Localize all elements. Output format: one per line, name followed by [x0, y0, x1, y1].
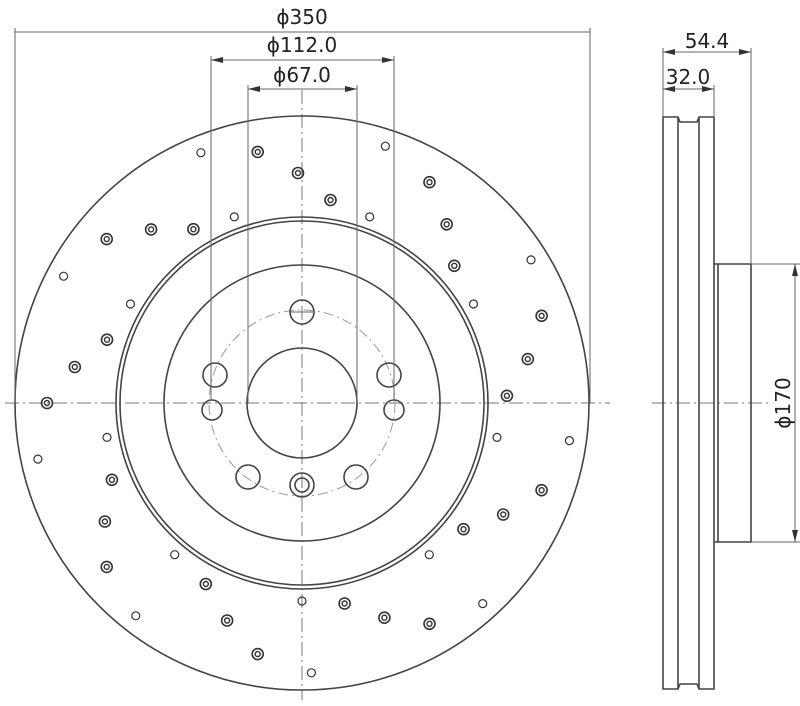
friction-ring-inner-edge-2: [119, 220, 485, 586]
front-view-dimensions: ϕ350 ϕ112.0 ϕ67.0: [14, 5, 591, 403]
front-view: [5, 90, 610, 700]
hat-edge: [163, 264, 441, 542]
dim-hat-diameter: ϕ170: [771, 377, 795, 428]
dim-outer-diameter: ϕ350: [276, 5, 327, 29]
friction-ring-inner-edge: [115, 216, 489, 590]
bolt-circle: [208, 309, 396, 497]
dim-center-bore: ϕ67.0: [273, 63, 331, 87]
dim-bolt-circle: ϕ112.0: [267, 33, 337, 57]
wheel-bolt-holes: [202, 299, 402, 490]
side-view: 54.4 32.0 ϕ170: [652, 29, 800, 690]
drilled-holes: [33, 141, 575, 678]
dim-overall-height: 54.4: [685, 29, 730, 53]
dim-disc-thickness: 32.0: [666, 65, 711, 89]
locating-hole: [289, 472, 315, 498]
